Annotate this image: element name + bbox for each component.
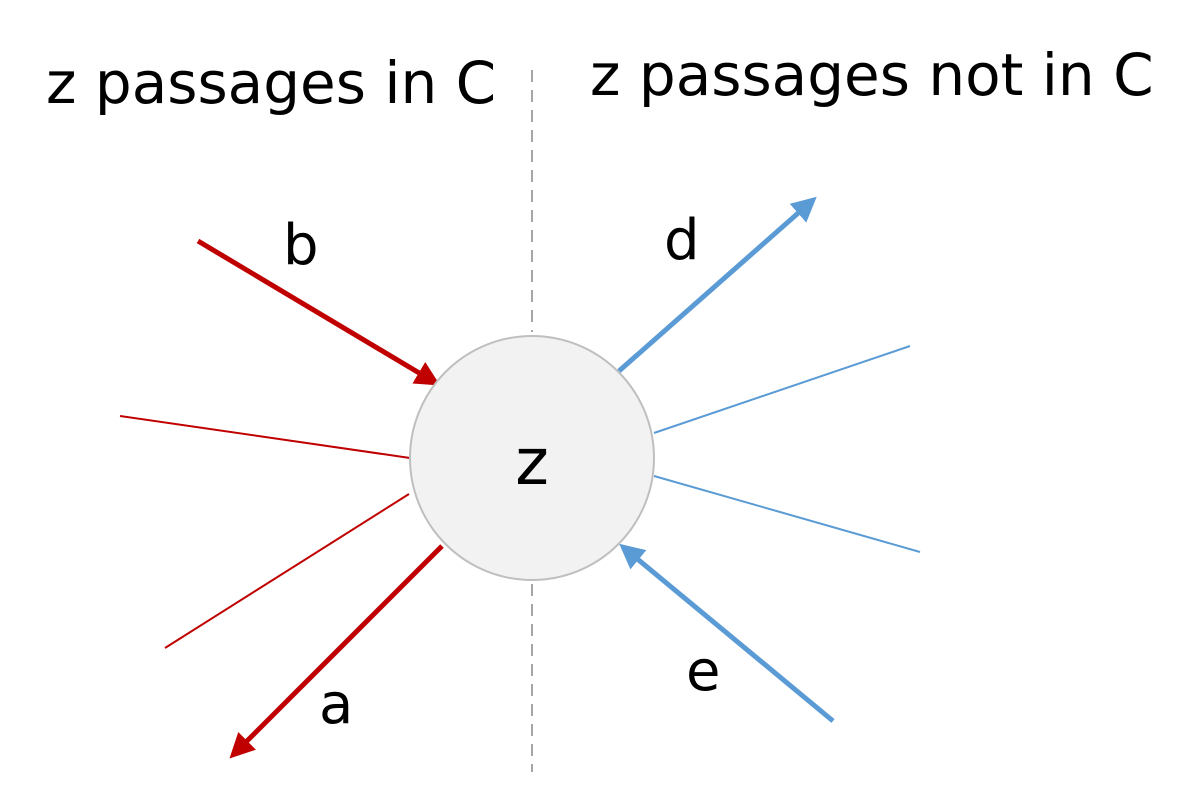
heading-not-in-c: z passages not in C (590, 41, 1154, 109)
edge-blue-thin-upper (653, 345, 911, 434)
edge-e-arrow (619, 543, 835, 723)
edge-label-d: d (664, 208, 700, 273)
edge-a-arrow (229, 544, 444, 759)
edge-label-e: e (686, 639, 720, 704)
edge-blue-thin-lower (653, 475, 921, 553)
node-z (409, 335, 655, 581)
node-z-label: z (515, 426, 549, 500)
heading-in-c: z passages in C (46, 49, 496, 117)
edge-red-thin-lower (164, 493, 410, 649)
edge-label-b: b (283, 213, 319, 278)
edge-d-arrow (617, 196, 817, 373)
edge-b-arrow (196, 238, 441, 386)
edge-red-thin-upper (119, 415, 411, 459)
edge-label-a: a (319, 672, 353, 737)
